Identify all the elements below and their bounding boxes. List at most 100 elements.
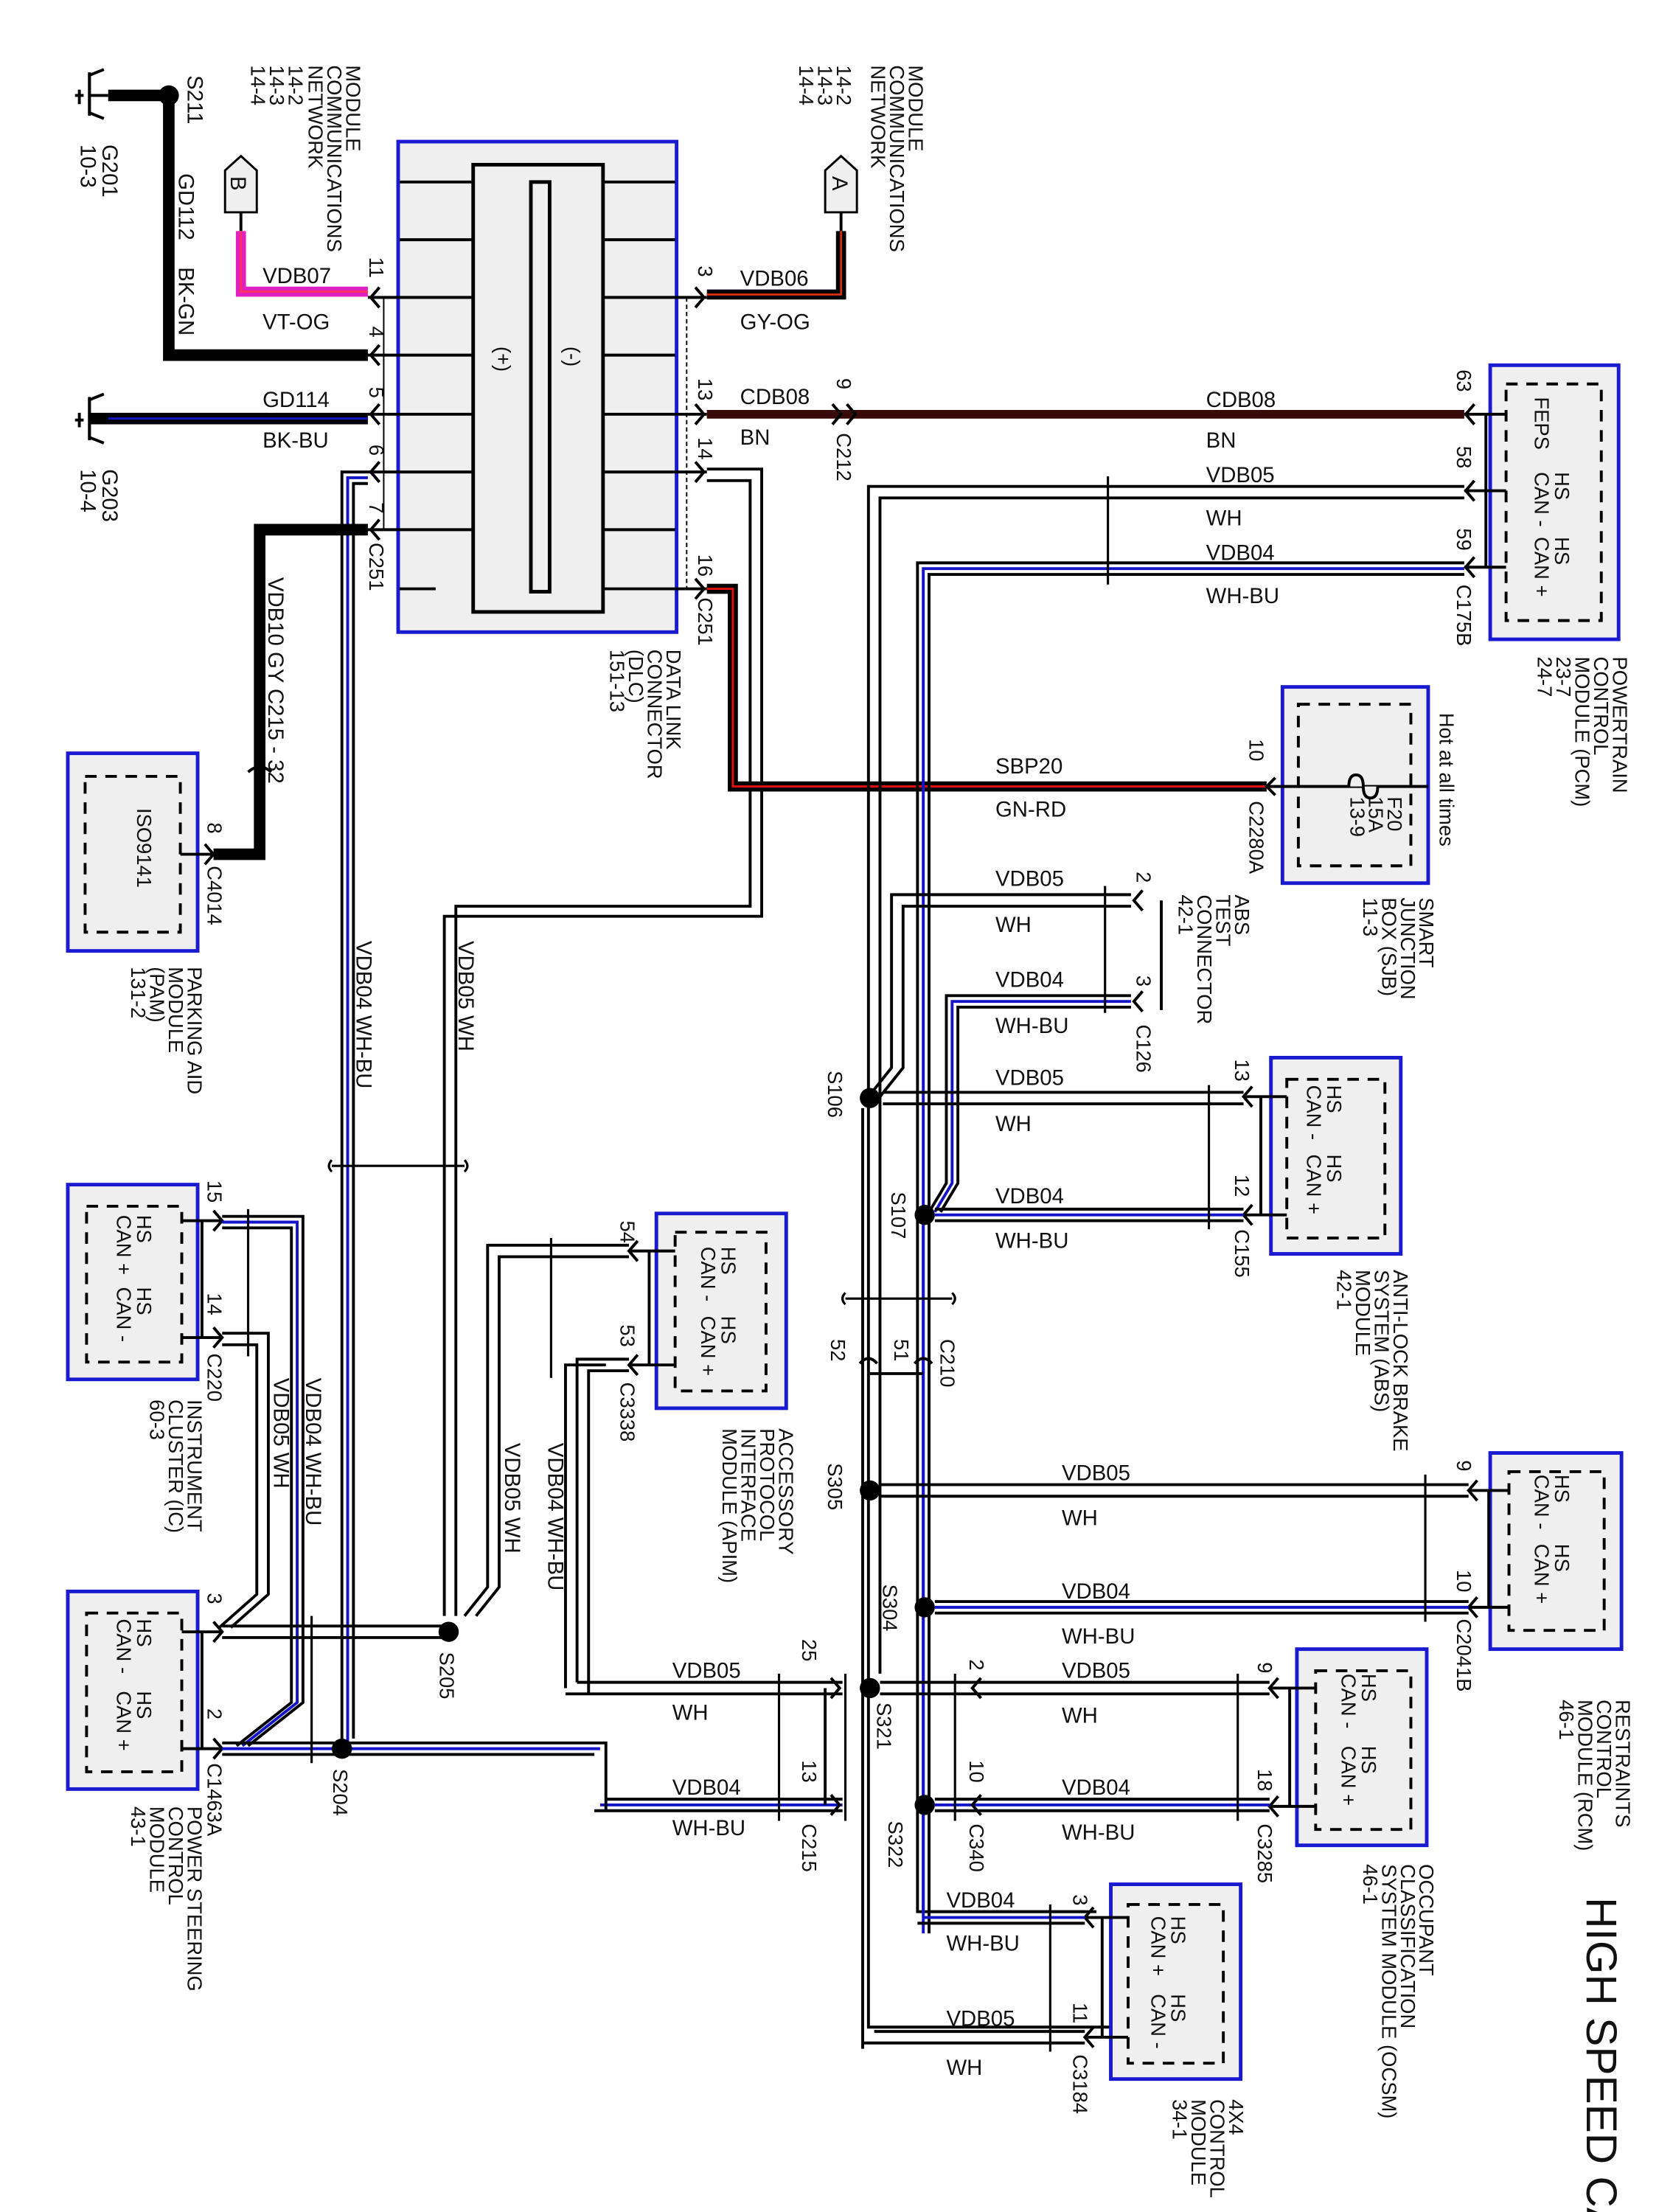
- splice-label: S321: [873, 1703, 896, 1750]
- module-label: 42-1: [1174, 894, 1197, 935]
- module-label: CONNECTOR: [643, 650, 666, 779]
- splice-s304: [914, 1597, 935, 1618]
- ground-icon: [74, 72, 91, 116]
- pin-label: 3: [694, 265, 717, 276]
- reference-tag: A: [827, 176, 852, 191]
- pin-function: CAN +: [1531, 537, 1554, 597]
- reference-mcn-a[interactable]: A MODULE COMMUNICATIONS NETWORK 14-2 14-…: [795, 65, 928, 251]
- module-label: 151-13: [606, 650, 629, 712]
- module-ocsm[interactable]: HS CAN - HS CAN + 9 18 C3285 OCCUPANT CL…: [1253, 1647, 1438, 2119]
- pscm-pins: [181, 1621, 224, 1760]
- wire-label: VDB04 WH-BU: [543, 1443, 567, 1590]
- wire-label: VDB04: [1062, 1775, 1130, 1800]
- pin-function: CAN +: [1531, 1544, 1554, 1604]
- connector-arrows-c340: [970, 1677, 982, 1816]
- connector-label: C215: [798, 1823, 821, 1871]
- pin-function: HS: [717, 1247, 740, 1275]
- reference-line: 14-2: [284, 65, 307, 105]
- connector-arrow-c212: [831, 403, 858, 425]
- module-pscm[interactable]: HS CAN - HS CAN + 3 2 C1463A POWER STEER…: [66, 1589, 226, 1992]
- module-abs-test-connector[interactable]: VDB05 WH VDB04 WH-BU 2 3 C126 ABS TEST C…: [867, 867, 1253, 1213]
- wire-vdb05-rcm: [880, 1483, 1469, 1498]
- splice-s107: [914, 1205, 935, 1225]
- module-label: DATA LINK: [662, 650, 685, 750]
- wire-label: VDB05 WH: [453, 941, 478, 1051]
- ocsm-pins: [1267, 1677, 1316, 1818]
- connector-label: C3184: [1069, 2054, 1092, 2114]
- pin-label: 2: [965, 1659, 988, 1670]
- splice-label: S304: [878, 1585, 901, 1632]
- pin-function: CAN +: [1303, 1155, 1326, 1214]
- module-label: 43-1: [127, 1806, 150, 1847]
- wire-vdb05-abs-test: [867, 893, 1131, 1098]
- module-abs[interactable]: HS CAN - HS CAN + 13 12 C155 ANTI-LOCK B…: [1231, 1056, 1412, 1452]
- module-rcm[interactable]: HS CAN - HS CAN + 9 10 C2041B RESTRAINTS…: [1453, 1451, 1634, 1851]
- power-note: Hot at all times: [1436, 713, 1458, 846]
- module-dlc[interactable]: (+) (-) 11 4 5 6 7 C251 3 13 14 16 C251 …: [365, 139, 717, 779]
- wire-label-vdb07: VDB07: [262, 264, 331, 288]
- diagram-title: HIGH SPEED CAN: [1577, 1897, 1625, 2212]
- pin-label: 15: [204, 1180, 226, 1203]
- wire-vdb04-ocsm: [934, 1798, 1270, 1812]
- wire-label: VDB05: [1062, 1461, 1130, 1486]
- pin-function: CAN -: [112, 1287, 135, 1343]
- splice-label: S322: [884, 1820, 907, 1868]
- module-label: MODULE: [145, 1806, 168, 1893]
- wire-label: VDB05 WH: [269, 1378, 293, 1489]
- module-label: ACCESSORY: [775, 1428, 798, 1554]
- wire-color: WH: [995, 1112, 1032, 1136]
- fuse-label: F20: [1383, 796, 1406, 831]
- pin-label: 13: [1231, 1059, 1253, 1081]
- module-label: CONTROL: [1206, 2099, 1229, 2198]
- pin-label: 3: [1069, 1894, 1092, 1905]
- pin-label: 11: [1069, 2003, 1092, 2023]
- pin-function: CAN +: [1338, 1746, 1360, 1806]
- wire-color: WH-BU: [1062, 1624, 1135, 1649]
- module-ic[interactable]: HS CAN + HS CAN - 15 14 C220 INSTRUMENT …: [66, 1180, 226, 1533]
- wire-vdb04-abs-test: [928, 994, 1131, 1213]
- fuse-label: 15A: [1365, 796, 1388, 832]
- pin-label: 8: [204, 823, 226, 834]
- pin-function: FEPS: [1531, 397, 1554, 450]
- wire-vdb05-abs: [883, 1091, 1244, 1106]
- module-label: SYSTEM (ABS): [1371, 1270, 1394, 1412]
- module-label: MODULE (APIM): [718, 1428, 741, 1583]
- dlc-pin-lines: [399, 180, 675, 591]
- pin-function: HS: [1323, 1085, 1346, 1113]
- wire-color: WH: [1062, 1703, 1098, 1728]
- pin-label: 14: [204, 1293, 226, 1315]
- wire-vdb04-4x4: [917, 1910, 1085, 1925]
- module-label: 4X4: [1225, 2099, 1248, 2135]
- module-apim[interactable]: HS CAN - HS CAN + 54 53 C3338 ACCESSORY …: [616, 1211, 798, 1583]
- pin-function: CAN +: [697, 1316, 720, 1376]
- pin-function: CAN -: [1147, 1994, 1169, 2049]
- wire-color: WH-BU: [946, 1932, 1019, 1956]
- module-pam[interactable]: ISO9141 8 C4014 PARKING AID MODULE (PAM)…: [66, 751, 226, 1094]
- wire-label: VDB04: [995, 1184, 1064, 1208]
- module-pcm[interactable]: FEPS HS CAN - HS CAN + 63 58 59 C175B PO…: [1453, 363, 1631, 807]
- reference-line: 14-4: [795, 65, 818, 105]
- module-label: PARKING AID: [183, 967, 206, 1094]
- module-label: 60-3: [145, 1399, 168, 1440]
- pin-label: 14: [694, 437, 717, 459]
- wire-color: WH-BU: [995, 1229, 1068, 1253]
- connector-label: C220: [204, 1354, 226, 1402]
- wire-label: VDB05 WH: [500, 1443, 524, 1554]
- dlc-left-connector-arrows: [367, 286, 400, 541]
- pin-label: 51: [890, 1339, 913, 1361]
- wire-label-gd112: GD112: [174, 173, 198, 240]
- pin-label: 9: [832, 378, 855, 389]
- pin-label: 18: [1253, 1769, 1276, 1791]
- wire-vdb04-rcm: [934, 1600, 1469, 1615]
- connector-label: C126: [1133, 1024, 1155, 1072]
- wire-label: VDB05: [946, 2006, 1015, 2031]
- module-sjb[interactable]: F20 15A 13-9 Hot at all times 10 C2280A …: [1245, 685, 1458, 1000]
- pin-function: HS: [133, 1619, 156, 1647]
- wire-color-vdb06: GY-OG: [740, 310, 810, 334]
- reference-mcn-b[interactable]: B MODULE COMMUNICATIONS NETWORK 14-2 14-…: [223, 65, 365, 252]
- dlc-slot: [529, 180, 552, 594]
- apim-pins: [627, 1239, 675, 1377]
- module-4x4[interactable]: HS CAN + HS CAN - 3 11 C3184 4X4 CONTROL…: [1069, 1882, 1248, 2198]
- wire-label: CDB08: [740, 385, 810, 409]
- module-label: ABS: [1231, 894, 1253, 935]
